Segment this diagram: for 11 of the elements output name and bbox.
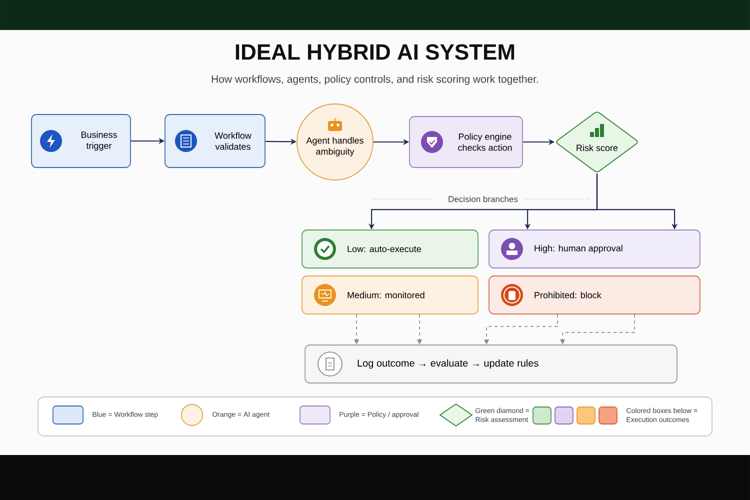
process-box: Workflow validates xyxy=(164,114,266,168)
outcome-box: Low: auto-execute xyxy=(302,230,478,268)
title: IDEAL HYBRID AI SYSTEM xyxy=(236,44,514,60)
log-box: Log outcome → evaluate → update rules xyxy=(304,344,678,384)
process-box: Business trigger xyxy=(31,114,131,168)
subtitle: How workflows, agents, policy controls, and risk scoring work together. xyxy=(212,75,538,85)
outcome-box: Medium: monitored xyxy=(302,276,478,314)
outcome-box: Prohibited: block xyxy=(488,276,700,314)
section-label: Decision branches xyxy=(448,196,518,202)
policy-box: Policy engine checks action xyxy=(409,116,523,168)
outcome-box: High: human approval xyxy=(488,230,700,268)
